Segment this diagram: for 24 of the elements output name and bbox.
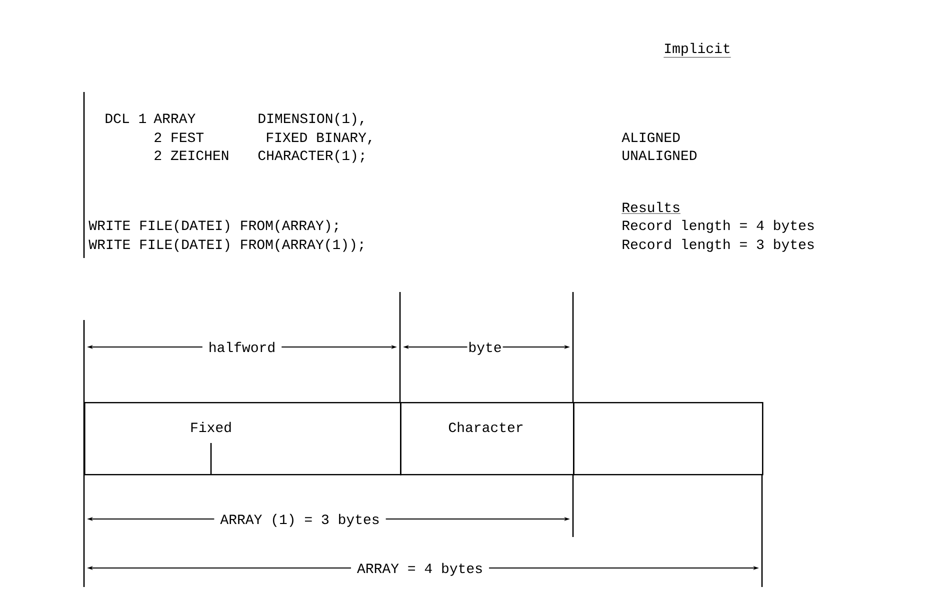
dimension-label: ARRAY = 4 bytes (351, 562, 490, 577)
node-label: Character (448, 422, 523, 432)
code-text: 2 FEST (154, 132, 204, 142)
table-cell (84, 402, 402, 476)
code-text: DIMENSION(1), (258, 112, 364, 126)
code-text: 2 ZEICHEN (154, 150, 228, 160)
node-label: Fixed (191, 422, 231, 432)
code-text: ARRAY (154, 114, 196, 123)
code-text: WRITE FILE(DATEI) FROM(ARRAY(1)); (88, 238, 363, 252)
heading: Results (621, 202, 681, 214)
dimension-label: ARRAY (1) = 3 bytes (214, 512, 386, 528)
table-cell (400, 402, 574, 476)
note-text: UNALIGNED (622, 150, 697, 160)
note-text: Record length = 3 bytes (622, 238, 814, 252)
code-text: DCL 1 (106, 114, 146, 124)
code-text: FIXED BINARY, (266, 132, 372, 144)
dimension-label: halfword (202, 340, 282, 354)
note-text: ALIGNED (622, 132, 680, 142)
note-text: Record length = 4 bytes (622, 220, 814, 233)
table-cell (573, 402, 764, 476)
code-text: CHARACTER(1); (258, 150, 364, 163)
heading: Implicit (663, 42, 732, 58)
dimension-label: byte (467, 340, 503, 356)
code-text: WRITE FILE(DATEI) FROM(ARRAY); (88, 220, 338, 233)
